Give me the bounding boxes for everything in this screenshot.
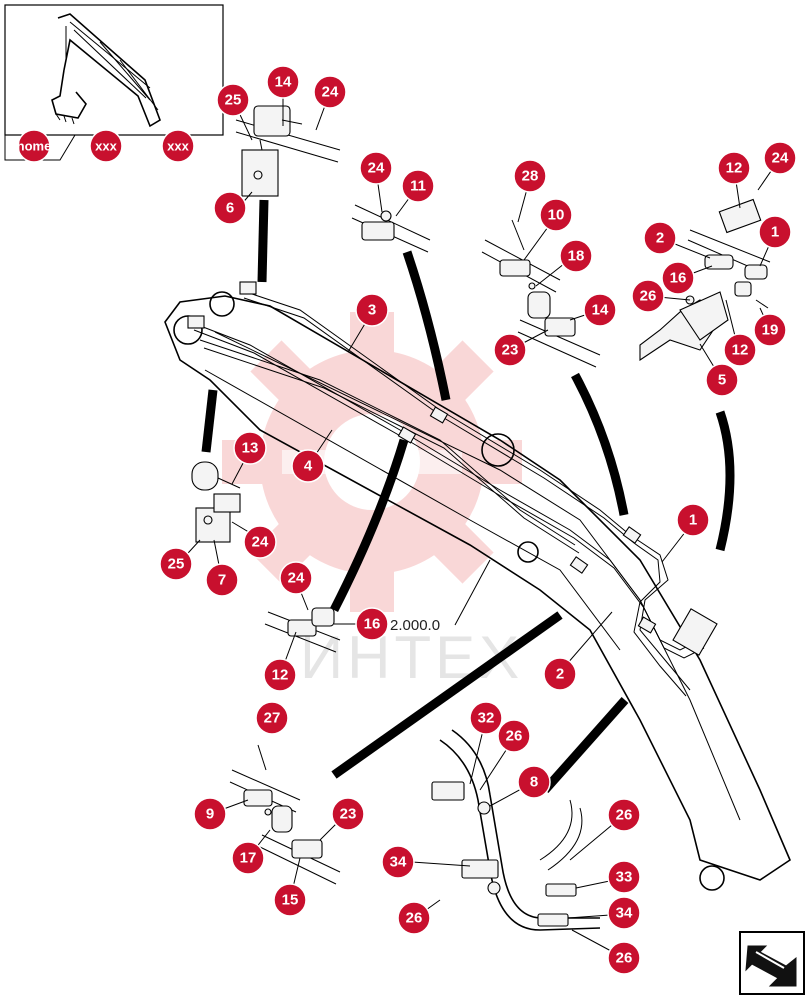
callout-4[interactable]: 4 <box>291 449 325 483</box>
callout-26-b[interactable]: 26 <box>497 719 531 753</box>
watermark-text: ИНТЕХ <box>300 624 523 691</box>
callout-15[interactable]: 15 <box>273 883 307 917</box>
prev-button[interactable]: xxx <box>89 129 123 163</box>
detail-bracket-5 <box>639 198 771 362</box>
boom-assembly <box>164 281 791 891</box>
return-arrow-icon <box>745 945 797 987</box>
callout-23-b[interactable]: 23 <box>331 797 365 831</box>
callout-25-a[interactable]: 25 <box>216 83 250 117</box>
callout-14-a[interactable]: 14 <box>266 65 300 99</box>
detail-clamp-11 <box>351 204 431 253</box>
reference-number: 2.000.0 <box>390 617 440 634</box>
callout-12-a[interactable]: 12 <box>717 151 751 185</box>
callout-9[interactable]: 9 <box>193 797 227 831</box>
callout-34-a[interactable]: 34 <box>381 845 415 879</box>
callout-17[interactable]: 17 <box>231 841 265 875</box>
callout-7[interactable]: 7 <box>205 563 239 597</box>
callout-33[interactable]: 33 <box>607 860 641 894</box>
callout-2-b[interactable]: 2 <box>543 657 577 691</box>
callout-8[interactable]: 8 <box>517 765 551 799</box>
callout-10[interactable]: 10 <box>539 198 573 232</box>
detail-clamp-6 <box>235 105 341 197</box>
callout-24-a[interactable]: 24 <box>313 75 347 109</box>
callout-13[interactable]: 13 <box>233 431 267 465</box>
callout-24-b[interactable]: 24 <box>359 151 393 185</box>
callout-26-a[interactable]: 26 <box>631 279 665 313</box>
callout-12-c[interactable]: 12 <box>263 658 297 692</box>
callout-28[interactable]: 28 <box>513 159 547 193</box>
callout-23-a[interactable]: 23 <box>493 333 527 367</box>
detail-clamp-12: 2.000.0 <box>264 607 440 653</box>
callout-11[interactable]: 11 <box>401 169 435 203</box>
callout-24-e[interactable]: 24 <box>279 561 313 595</box>
callout-32[interactable]: 32 <box>469 701 503 735</box>
callout-16-b[interactable]: 16 <box>355 607 389 641</box>
callout-5[interactable]: 5 <box>705 363 739 397</box>
callout-26-c[interactable]: 26 <box>397 901 431 935</box>
callout-27[interactable]: 27 <box>255 701 289 735</box>
callout-26-d[interactable]: 26 <box>607 798 641 832</box>
callout-24-c[interactable]: 24 <box>763 141 797 175</box>
detail-clamp-10 <box>481 219 601 368</box>
detail-tube-8 <box>431 729 601 931</box>
callout-19[interactable]: 19 <box>753 313 787 347</box>
detail-clamp-9 <box>229 744 341 885</box>
callout-34-b[interactable]: 34 <box>607 896 641 930</box>
thumbnail-panel <box>4 4 224 161</box>
callout-2-a[interactable]: 2 <box>643 221 677 255</box>
callout-12-b[interactable]: 12 <box>723 333 757 367</box>
thumbnail-excavator-icon <box>51 13 161 128</box>
callout-3[interactable]: 3 <box>355 293 389 327</box>
home-button[interactable]: home <box>17 129 52 163</box>
callout-16-a[interactable]: 16 <box>661 261 695 295</box>
callout-6[interactable]: 6 <box>213 191 247 225</box>
callout-1-a[interactable]: 1 <box>758 215 792 249</box>
callout-14-b[interactable]: 14 <box>583 293 617 327</box>
callout-24-d[interactable]: 24 <box>243 525 277 559</box>
callout-25-b[interactable]: 25 <box>159 547 193 581</box>
next-button[interactable]: xxx <box>161 129 195 163</box>
callout-1-b[interactable]: 1 <box>676 503 710 537</box>
return-button[interactable] <box>739 931 805 995</box>
detail-pointers <box>201 199 735 793</box>
detail-clamp-7 <box>191 461 241 543</box>
callout-18[interactable]: 18 <box>559 239 593 273</box>
callout-26-e[interactable]: 26 <box>607 941 641 975</box>
